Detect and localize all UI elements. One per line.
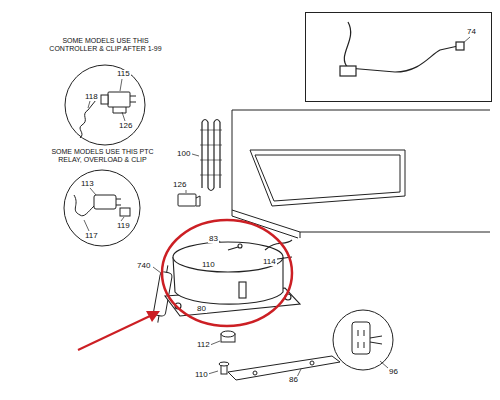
condenser-coil — [200, 120, 222, 191]
inset-circle: SOME MODELS USE THIS PTC RELAY, OVERLOAD… — [40, 147, 170, 247]
compressor — [173, 242, 283, 272]
callout-number: 112 — [196, 341, 211, 349]
ptc-relay-parts — [94, 195, 116, 209]
cabinet — [255, 155, 400, 201]
harness-inset — [340, 66, 356, 76]
callout-number: 83 — [208, 235, 219, 243]
red-pointer-arrow — [78, 316, 150, 350]
leader-lines — [208, 371, 218, 374]
harness-inset — [344, 22, 458, 72]
callout-number: 100 — [176, 150, 191, 158]
inset-circle-outline — [333, 310, 393, 370]
cabinet — [232, 210, 300, 238]
leader-lines — [121, 217, 124, 221]
cabinet — [250, 150, 405, 206]
outlet — [358, 330, 364, 348]
inset-circle: SOME MODELS USE THIS CONTROLLER & CLIP A… — [40, 36, 170, 146]
inset-circle-outline — [40, 36, 170, 146]
leader-lines — [90, 188, 96, 195]
inset-circle: 96 — [330, 308, 410, 382]
compressor — [239, 282, 246, 298]
callout-number: 115 — [116, 70, 131, 78]
leader-lines — [186, 190, 187, 193]
callout-number: 110 — [201, 261, 216, 269]
callout-number: 96 — [388, 368, 399, 376]
callout-number: 74 — [466, 28, 477, 36]
callout-number: 119 — [116, 222, 131, 230]
leader-lines — [210, 341, 220, 345]
compressor — [238, 244, 242, 248]
relay-box — [196, 196, 200, 206]
leader-lines — [153, 267, 161, 273]
relay-box — [178, 194, 200, 206]
mounting-parts — [219, 331, 340, 380]
callout-number: 118 — [84, 93, 99, 101]
inset-caption: SOME MODELS USE THIS PTC RELAY, OVERLOAD… — [40, 148, 165, 163]
callout-number: 110 — [194, 371, 209, 379]
highlight-ellipse: 83 110 114 80 — [160, 218, 294, 328]
outlet — [370, 336, 382, 344]
controller-parts — [113, 107, 126, 113]
callout-number: 117 — [84, 232, 99, 240]
controller-parts — [80, 100, 96, 138]
cabinet — [232, 110, 490, 232]
mounting-parts — [253, 371, 257, 375]
inset-circle-outline — [64, 170, 140, 246]
leader-lines — [84, 220, 89, 231]
callout-number: 113 — [80, 180, 95, 188]
mounting-parts — [221, 331, 235, 337]
leader-lines — [192, 154, 199, 156]
harness-inset — [340, 22, 464, 76]
outlet — [352, 322, 370, 354]
controller-parts — [101, 95, 108, 104]
leader-lines — [88, 101, 90, 108]
ptc-relay-parts — [74, 195, 130, 216]
compressor — [228, 247, 238, 250]
controller-parts — [108, 92, 130, 107]
red-pointer-arrow — [78, 311, 160, 350]
callout-number: 80 — [196, 305, 207, 313]
mounting-parts — [228, 356, 340, 380]
highlight-ellipse-outline — [160, 218, 294, 328]
callout-number: 126 — [118, 122, 133, 130]
leader-lines — [120, 79, 122, 91]
inset-circle-outline — [65, 65, 145, 145]
condenser-coil — [200, 130, 222, 175]
highlight-ellipse-outline — [162, 220, 292, 326]
harness-inset — [456, 42, 464, 50]
controller-parts — [130, 96, 136, 102]
relay-box — [178, 194, 196, 206]
inset-panel-outline — [305, 12, 492, 102]
inset-panel: 74 — [305, 12, 492, 102]
inset-caption: SOME MODELS USE THIS CONTROLLER & CLIP A… — [43, 37, 168, 52]
controller-parts — [80, 92, 136, 138]
red-pointer-arrow — [146, 311, 160, 322]
leader-lines — [84, 37, 470, 377]
callout-number: 126 — [172, 181, 187, 189]
ptc-relay-parts — [116, 199, 121, 205]
mounting-parts — [310, 361, 314, 365]
callout-number: 740 — [136, 262, 151, 270]
outlet — [352, 322, 382, 354]
ptc-relay-parts — [120, 208, 130, 216]
mounting-parts — [219, 362, 229, 366]
callout-number: 114 — [262, 258, 277, 266]
ptc-relay-parts — [74, 195, 94, 216]
inset-panel-outline — [306, 13, 492, 102]
condenser-coil — [202, 122, 220, 188]
cabinet — [232, 110, 490, 238]
callout-number: 86 — [288, 376, 299, 384]
